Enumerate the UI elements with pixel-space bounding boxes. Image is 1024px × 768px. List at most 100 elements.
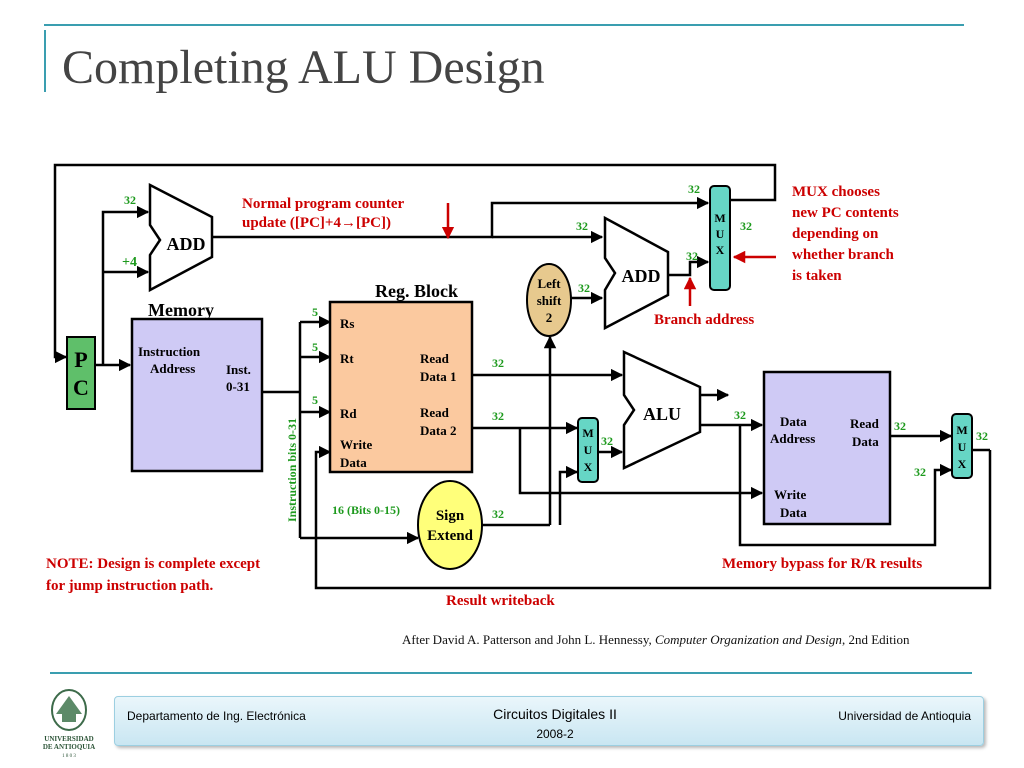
svg-text:Instruction: Instruction [138, 344, 201, 359]
footer-term: 2008-2 [536, 727, 574, 741]
shift-left-2 [526, 263, 572, 337]
svg-text:U: U [584, 443, 593, 457]
bus-label: 32 [976, 429, 988, 443]
alu [622, 350, 702, 470]
memory-title: Memory [148, 300, 214, 320]
bus-label: 32 [688, 182, 700, 196]
instruction-memory [130, 317, 264, 473]
svg-text:Address: Address [150, 361, 195, 376]
wire-pc-feedback [53, 163, 777, 364]
svg-text:Data 2: Data 2 [420, 423, 456, 438]
svg-text:Sign: Sign [436, 508, 465, 524]
svg-text:1 8 0 3: 1 8 0 3 [62, 754, 76, 759]
svg-text:Left: Left [537, 276, 561, 291]
svg-text:UNIVERSIDAD: UNIVERSIDAD [44, 735, 93, 743]
pc-label-p: P [74, 347, 87, 372]
pc-register [66, 336, 96, 410]
bus-label: 32 [576, 219, 588, 233]
bus-label: 32 [894, 419, 906, 433]
plus4-label: +4 [122, 255, 137, 270]
svg-text:2: 2 [546, 310, 553, 325]
svg-text:Rd: Rd [340, 406, 357, 421]
svg-text:Extend: Extend [427, 528, 474, 544]
note-mux-choose: whether branch [792, 247, 894, 263]
svg-text:Data: Data [780, 414, 807, 429]
bus-label: 5 [312, 305, 318, 319]
svg-text:Rt: Rt [340, 351, 354, 366]
svg-text:DE ANTIOQUIA: DE ANTIOQUIA [43, 743, 95, 751]
footer: Departamento de Ing. Electrónica Circuit… [114, 696, 984, 746]
bus-label: 32 [686, 249, 698, 263]
alu-label: ALU [643, 404, 681, 424]
footer-course: Circuitos Digitales II [493, 706, 617, 722]
wire-add2-out [668, 255, 710, 277]
wire-bypass [738, 425, 953, 547]
svg-text:X: X [958, 457, 967, 471]
adder-branch-label: ADD [622, 266, 661, 286]
svg-text:Address: Address [770, 431, 815, 446]
bus-label: 32 [734, 408, 746, 422]
svg-text:Inst.: Inst. [226, 362, 251, 377]
svg-text:X: X [716, 243, 725, 257]
wire-add1-out [212, 196, 710, 239]
note-mux-choose: is taken [792, 268, 842, 284]
svg-text:Rs: Rs [340, 316, 354, 331]
bus-label: 32 [492, 356, 504, 370]
svg-text:shift: shift [537, 293, 562, 308]
note-bypass: Memory bypass for R/R results [722, 556, 922, 572]
wire-pc-to-add [101, 205, 150, 365]
bus-label: 32 [124, 193, 136, 207]
svg-text:U: U [716, 227, 725, 241]
bus-label: 32 [601, 434, 613, 448]
svg-text:Read: Read [420, 351, 450, 366]
svg-text:Data: Data [340, 455, 367, 470]
page-title: Completing ALU Design [62, 41, 545, 94]
note-mux-choose: MUX chooses [792, 184, 880, 200]
footer-university: Universidad de Antioquia [838, 709, 971, 723]
data-memory [762, 370, 892, 526]
bus-label: 32 [578, 281, 590, 295]
mux-writeback [951, 413, 973, 479]
university-logo: UNIVERSIDAD DE ANTIOQUIA 1 8 0 3 [43, 689, 95, 759]
note-pc-update: update ([PC]+4→[PC]) [242, 215, 391, 231]
svg-text:X: X [584, 460, 593, 474]
svg-text:M: M [582, 426, 593, 440]
adder-pc [148, 182, 214, 293]
reg-block-title: Reg. Block [375, 281, 458, 301]
sign-extend [417, 480, 483, 570]
title-accent [44, 30, 46, 92]
footer-rule [50, 672, 972, 674]
bus-label: 5 [312, 393, 318, 407]
wire-writeback [314, 445, 992, 590]
svg-text:M: M [956, 423, 967, 437]
footer-department: Departamento de Ing. Electrónica [127, 709, 306, 723]
svg-text:Data: Data [852, 434, 879, 449]
adder-pc-label: ADD [167, 234, 206, 254]
adder-branch [603, 215, 670, 331]
svg-text:M: M [714, 211, 725, 225]
bus-label-ibits: Instruction bits 0-31 [285, 418, 299, 522]
bus-label: 32 [492, 507, 504, 521]
note-pc-update: Normal program counter [242, 196, 405, 212]
svg-text:Write: Write [340, 437, 372, 452]
title-rule [44, 24, 964, 26]
source-credit: After David A. Patterson and John L. Hen… [402, 632, 910, 647]
note-branch: Branch address [654, 312, 754, 328]
pc-label-c: C [73, 375, 89, 400]
bus-label: 32 [740, 219, 752, 233]
bus-label: 32 [914, 465, 926, 479]
bus-label: 32 [492, 409, 504, 423]
svg-text:Read: Read [420, 405, 450, 420]
mux-pc [709, 185, 731, 291]
wire-rd2-to-dmem [518, 428, 764, 500]
note-incomplete: for jump instruction path. [46, 578, 213, 594]
bus-label-imm: 16 (Bits 0-15) [332, 503, 400, 517]
bus-label: 5 [312, 340, 318, 354]
svg-text:Read: Read [850, 416, 880, 431]
svg-text:0-31: 0-31 [226, 379, 250, 394]
register-block [328, 300, 474, 474]
svg-text:Data: Data [780, 505, 807, 520]
svg-text:Data 1: Data 1 [420, 369, 456, 384]
svg-text:U: U [958, 440, 967, 454]
